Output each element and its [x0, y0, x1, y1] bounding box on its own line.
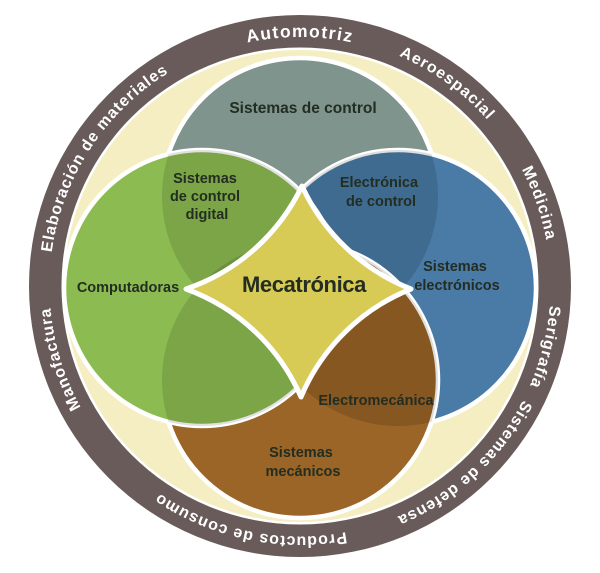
label-overlap-electronica-de-control: Electrónica de control	[340, 175, 422, 210]
label-overlap-electromechanical: Electromecánica	[318, 393, 434, 409]
label-circle-mechanical: Sistemas mecánicos	[266, 445, 341, 480]
label-center-mecatronica: Mecatrónica	[242, 272, 367, 297]
center-star	[183, 183, 414, 400]
label-circle-control: Sistemas de control	[229, 100, 376, 117]
label-circle-computers: Computadoras	[77, 280, 179, 296]
label-overlap-digital: Sistemas de control digital	[170, 171, 244, 223]
label-circle-electronics: Sistemas electrónicos	[414, 259, 499, 294]
